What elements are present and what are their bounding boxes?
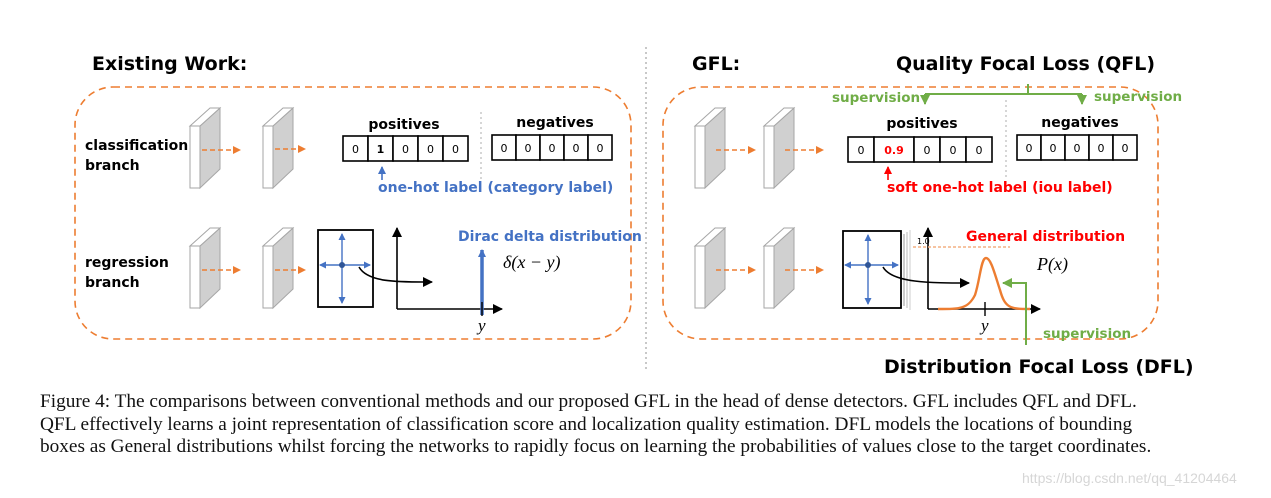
bounding-box-icon xyxy=(842,230,911,310)
left-panel-title: Existing Work: xyxy=(92,53,247,75)
vector-cell-value: 0 xyxy=(1050,142,1057,155)
qfl-title: Quality Focal Loss (QFL) xyxy=(896,53,1155,75)
general-distribution-curve xyxy=(937,256,1031,311)
vector-cell xyxy=(491,134,517,161)
vector-cell-value: 0 xyxy=(427,143,434,156)
soft-label-annotation: soft one-hot label (iou label) xyxy=(887,180,1113,196)
feature-map-slab xyxy=(694,227,726,309)
vector-cell-value: 0 xyxy=(352,143,359,156)
caption-line: Figure 4: The comparisons between conven… xyxy=(40,391,1137,412)
vector-cell xyxy=(392,135,419,162)
feature-map-slab xyxy=(763,107,795,189)
vector-cell-value: 0 xyxy=(452,143,459,156)
dirac-distribution-title: Dirac delta distribution xyxy=(458,229,642,245)
dirac-axis-y-label: y xyxy=(476,316,486,335)
vector-cell xyxy=(965,136,993,163)
vector-cell-value: 0 xyxy=(525,142,532,155)
vector-cell xyxy=(1016,134,1042,161)
vector-cell xyxy=(1088,134,1114,161)
positives-label: positives xyxy=(368,117,439,133)
vector-cell-value: 0 xyxy=(1026,142,1033,155)
supervision-left-label: supervision xyxy=(832,90,920,106)
vector-cell xyxy=(873,136,915,163)
classification-branch-label-line2: branch xyxy=(85,158,140,174)
vector-cell-value: 0.9 xyxy=(884,144,904,157)
vector-cell xyxy=(847,136,875,163)
vector-cell-value: 0 xyxy=(549,142,556,155)
dfl-title: Distribution Focal Loss (DFL) xyxy=(884,356,1194,378)
negatives-vector: 0 0 0 0 0 xyxy=(1016,134,1138,161)
regression-branch-label-line2: branch xyxy=(85,275,140,291)
feature-map-slab xyxy=(262,227,294,309)
vector-cell xyxy=(442,135,469,162)
dfl-supervision-arrow xyxy=(1002,278,1027,345)
general-distribution-title: General distribution xyxy=(966,229,1125,245)
caption-line: boxes as General distributions whilst fo… xyxy=(40,436,1152,457)
feature-map-slab xyxy=(262,107,294,189)
right-panel: GFL: Quality Focal Loss (QFL) supervisio… xyxy=(662,53,1194,378)
vector-cell xyxy=(417,135,444,162)
regression-branch-label-line1: regression xyxy=(85,255,169,271)
caption-line: QFL effectively learns a joint represent… xyxy=(40,413,1133,435)
vector-cell-value: 0 xyxy=(597,142,604,155)
vector-cell-value: 0 xyxy=(1074,142,1081,155)
left-panel-dashed-box xyxy=(74,86,632,340)
feature-map-slab xyxy=(189,227,221,309)
vector-cell-value: 0 xyxy=(1098,142,1105,155)
general-distribution-axes xyxy=(913,227,1041,316)
right-panel-dashed-box xyxy=(662,86,1159,340)
watermark: https://blog.csdn.net/qq_41204464 xyxy=(1022,470,1237,486)
negatives-label: negatives xyxy=(1041,115,1118,131)
figure-caption: Figure 4: The comparisons between conven… xyxy=(40,391,1240,459)
positives-vector: 0 1 0 0 0 xyxy=(342,135,469,162)
bounding-box-icon xyxy=(317,229,374,308)
positives-vector: 0 0.9 0 0 0 xyxy=(847,136,993,163)
dirac-axes xyxy=(392,227,503,316)
regression-target-arrow xyxy=(882,266,970,288)
supervision-bottom-label: supervision xyxy=(1043,326,1131,342)
regression-target-arrow xyxy=(358,266,433,288)
vector-cell xyxy=(1064,134,1090,161)
gfl-comparison-diagram: Existing Work: classification branch pos… xyxy=(74,47,1194,378)
right-panel-title: GFL: xyxy=(692,53,740,75)
feature-map-slab xyxy=(694,107,726,189)
vector-cell xyxy=(587,134,613,161)
positives-label: positives xyxy=(886,116,957,132)
classification-branch-label-line1: classification xyxy=(85,138,188,154)
vector-cell-value: 0 xyxy=(950,144,957,157)
general-distribution-formula: P(x) xyxy=(1036,254,1068,275)
one-hot-label-annotation: one-hot label (category label) xyxy=(378,180,613,196)
qfl-supervision-arrows xyxy=(920,84,1087,105)
supervision-right-label: supervision xyxy=(1094,89,1182,105)
negatives-label: negatives xyxy=(516,115,593,131)
vector-cell-value: 0 xyxy=(1122,142,1129,155)
feature-map-slab xyxy=(763,227,795,309)
vector-cell-value: 1 xyxy=(377,143,385,156)
vector-cell-value: 0 xyxy=(976,144,983,157)
vector-cell xyxy=(563,134,589,161)
general-axis-y-label: y xyxy=(979,316,989,335)
negatives-vector: 0 0 0 0 0 xyxy=(491,134,613,161)
y-tick-1-0: 1.0 xyxy=(917,237,930,246)
vector-cell xyxy=(515,134,541,161)
vector-cell-value: 0 xyxy=(858,144,865,157)
vector-cell xyxy=(1112,134,1138,161)
left-panel: Existing Work: classification branch pos… xyxy=(74,53,642,340)
vector-cell-value: 0 xyxy=(573,142,580,155)
vector-cell xyxy=(539,134,565,161)
vector-cell xyxy=(913,136,941,163)
dirac-formula: δ(x − y) xyxy=(503,252,560,273)
feature-map-slab xyxy=(189,107,221,189)
vector-cell-value: 0 xyxy=(402,143,409,156)
vector-cell-value: 0 xyxy=(501,142,508,155)
vector-cell-value: 0 xyxy=(924,144,931,157)
